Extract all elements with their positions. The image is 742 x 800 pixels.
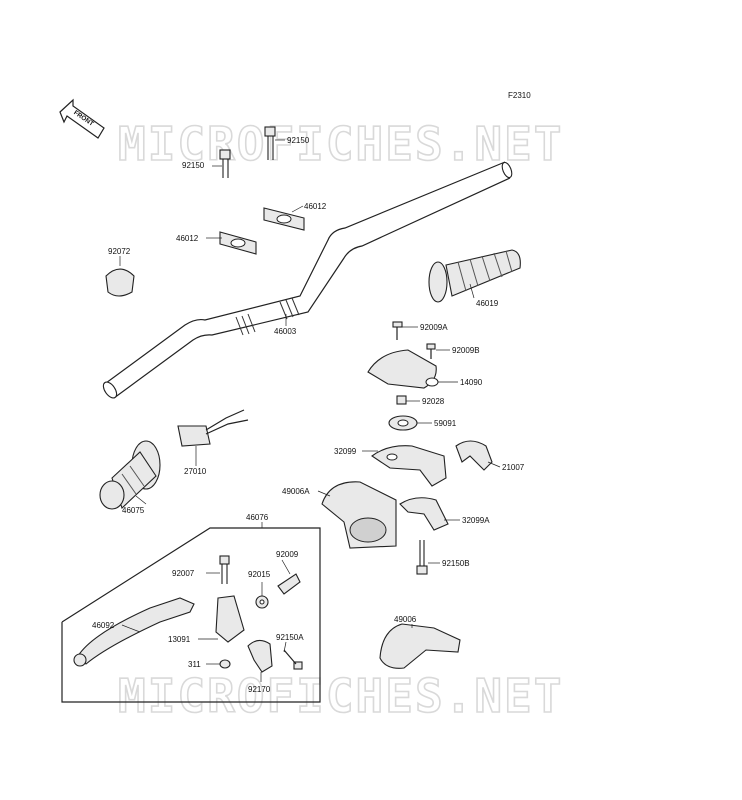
nut-311 bbox=[219, 659, 231, 669]
label-27010: 27010 bbox=[184, 467, 207, 476]
grip-46075 bbox=[99, 440, 161, 510]
collar-92028 bbox=[396, 395, 407, 405]
leader-lines bbox=[119, 139, 501, 682]
watermark-bottom: MICROFICHES.NET bbox=[118, 669, 563, 723]
clamp-32099A bbox=[399, 497, 449, 531]
clamp-21007 bbox=[455, 440, 493, 471]
label-49006: 49006 bbox=[394, 615, 417, 624]
label-46019: 46019 bbox=[476, 299, 499, 308]
clamp-92170 bbox=[247, 639, 273, 673]
label-32099A: 32099A bbox=[462, 516, 490, 525]
label-92150A: 92150A bbox=[276, 633, 304, 642]
bolt-92150B bbox=[416, 540, 428, 575]
front-arrow-icon: FRONT bbox=[59, 98, 105, 139]
bolt-92150-left bbox=[219, 149, 231, 178]
label-46076: 46076 bbox=[246, 513, 269, 522]
adjuster-92009 bbox=[277, 573, 301, 595]
band-92072 bbox=[105, 268, 135, 297]
pulley-59091 bbox=[388, 415, 418, 431]
figure-code: F2310 bbox=[508, 91, 531, 100]
cover-49006 bbox=[379, 623, 461, 669]
label-92009: 92009 bbox=[276, 550, 299, 559]
label-92150B: 92150B bbox=[442, 559, 470, 568]
housing-32099 bbox=[371, 445, 447, 487]
handlebar bbox=[102, 161, 513, 399]
label-92150-top: 92150 bbox=[287, 136, 310, 145]
watermark-top: MICROFICHES.NET bbox=[118, 117, 563, 171]
assembly-frame-46076 bbox=[61, 527, 321, 703]
grip-46019 bbox=[428, 249, 521, 303]
nut-92015 bbox=[255, 595, 269, 609]
bolt-92150A bbox=[283, 649, 303, 670]
label-21007: 21007 bbox=[502, 463, 525, 472]
clamp-46012-right bbox=[263, 207, 305, 231]
label-46003: 46003 bbox=[274, 327, 297, 336]
label-59091: 59091 bbox=[434, 419, 457, 428]
label-92072: 92072 bbox=[108, 247, 131, 256]
label-46012-right: 46012 bbox=[304, 202, 327, 211]
label-46092: 46092 bbox=[92, 621, 115, 630]
label-92015: 92015 bbox=[248, 570, 271, 579]
label-92170: 92170 bbox=[248, 685, 271, 694]
label-46075: 46075 bbox=[122, 506, 145, 515]
label-49006A: 49006A bbox=[282, 487, 310, 496]
label-14090: 14090 bbox=[460, 378, 483, 387]
switch-27010 bbox=[177, 409, 249, 447]
clamp-46012-left bbox=[219, 231, 257, 255]
holder-13091 bbox=[215, 595, 245, 643]
bolt-92150-top bbox=[264, 126, 276, 160]
label-92028: 92028 bbox=[422, 397, 445, 406]
label-46012-left: 46012 bbox=[176, 234, 199, 243]
handlebar-pad-left bbox=[235, 313, 256, 336]
cover-14090 bbox=[367, 349, 439, 389]
screw-92009A bbox=[392, 321, 403, 340]
throttle-case-49006A bbox=[321, 481, 397, 549]
label-13091: 13091 bbox=[168, 635, 191, 644]
label-311: 311 bbox=[188, 660, 201, 669]
label-92150-left: 92150 bbox=[182, 161, 205, 170]
screw-92009B bbox=[426, 343, 436, 359]
label-92009B: 92009B bbox=[452, 346, 480, 355]
part-labels: 92150 92150 46012 46012 92072 46003 4601… bbox=[92, 136, 525, 694]
label-92009A: 92009A bbox=[420, 323, 448, 332]
lever-46092 bbox=[73, 597, 195, 667]
label-92007: 92007 bbox=[172, 569, 195, 578]
label-32099: 32099 bbox=[334, 447, 357, 456]
bolt-92007 bbox=[219, 555, 230, 584]
